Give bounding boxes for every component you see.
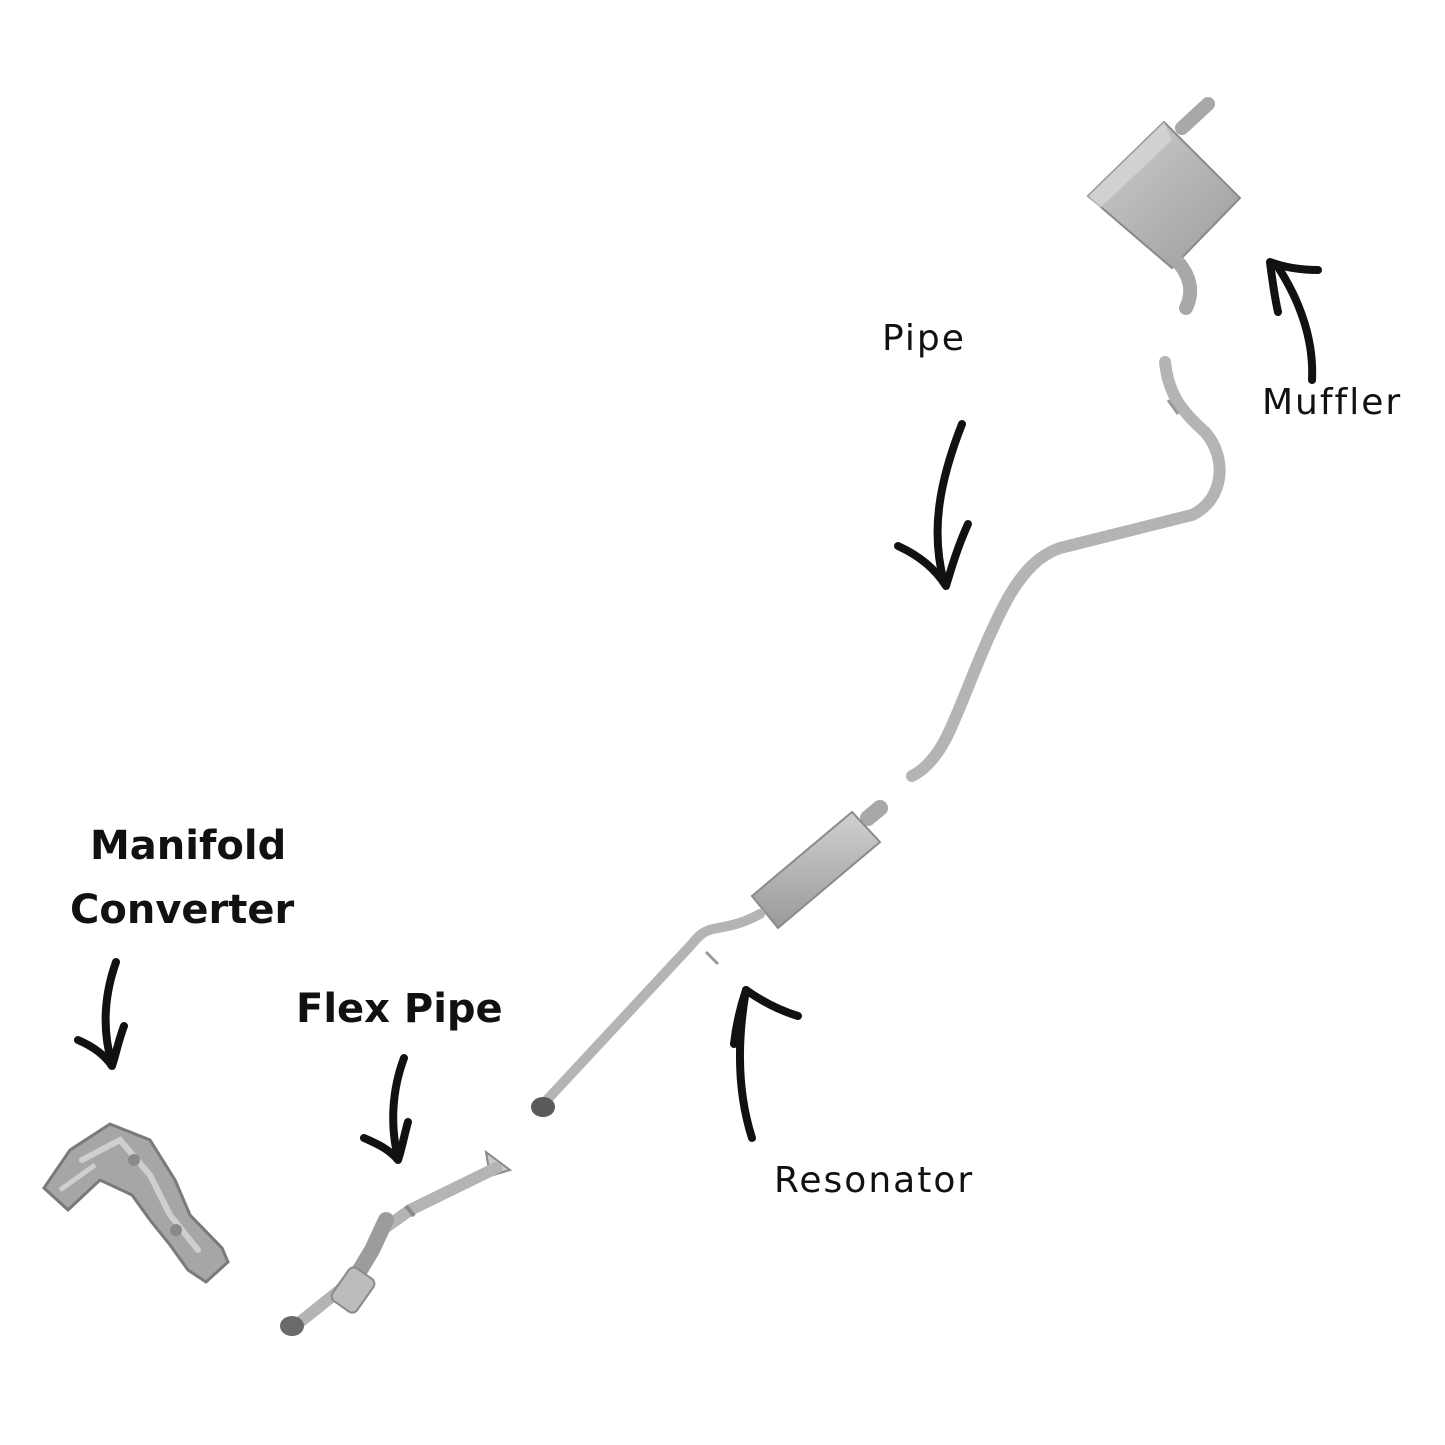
flex-pipe-label: Flex Pipe [296, 986, 503, 1032]
manifold-converter-part [42, 1122, 230, 1284]
pipe-arrow [894, 420, 972, 590]
muffler-arrow [1266, 258, 1322, 384]
pipe-label: Pipe [882, 318, 966, 359]
muffler-part [1086, 97, 1242, 315]
manifold-label-line1: Manifold [90, 823, 287, 869]
resonator-arrow [730, 986, 802, 1142]
resonator-label: Resonator [774, 1160, 975, 1201]
flex-pipe-part [280, 1149, 513, 1336]
muffler-label: Muffler [1262, 382, 1403, 423]
pipe-part [906, 356, 1226, 782]
manifold-arrow [74, 958, 128, 1070]
manifold-label-line2: Converter [70, 887, 295, 933]
manifold-converter-label: Manifold Converter [70, 814, 294, 942]
flex-pipe-arrow [360, 1054, 412, 1164]
resonator-part [531, 800, 888, 1117]
